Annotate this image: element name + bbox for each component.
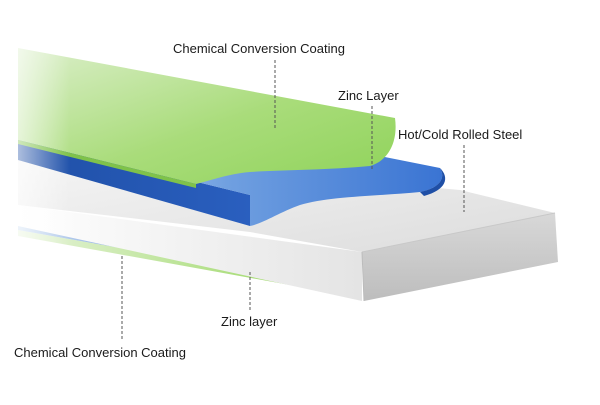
- label-bottom-zinc-layer: Zinc layer: [221, 314, 278, 329]
- bottom-coating-layer: [18, 230, 290, 285]
- label-top-zinc-layer: Zinc Layer: [338, 88, 399, 103]
- label-steel: Hot/Cold Rolled Steel: [398, 127, 523, 142]
- label-top-chemical-conversion-coating: Chemical Conversion Coating: [173, 41, 345, 56]
- label-bottom-chemical-conversion-coating: Chemical Conversion Coating: [14, 345, 186, 360]
